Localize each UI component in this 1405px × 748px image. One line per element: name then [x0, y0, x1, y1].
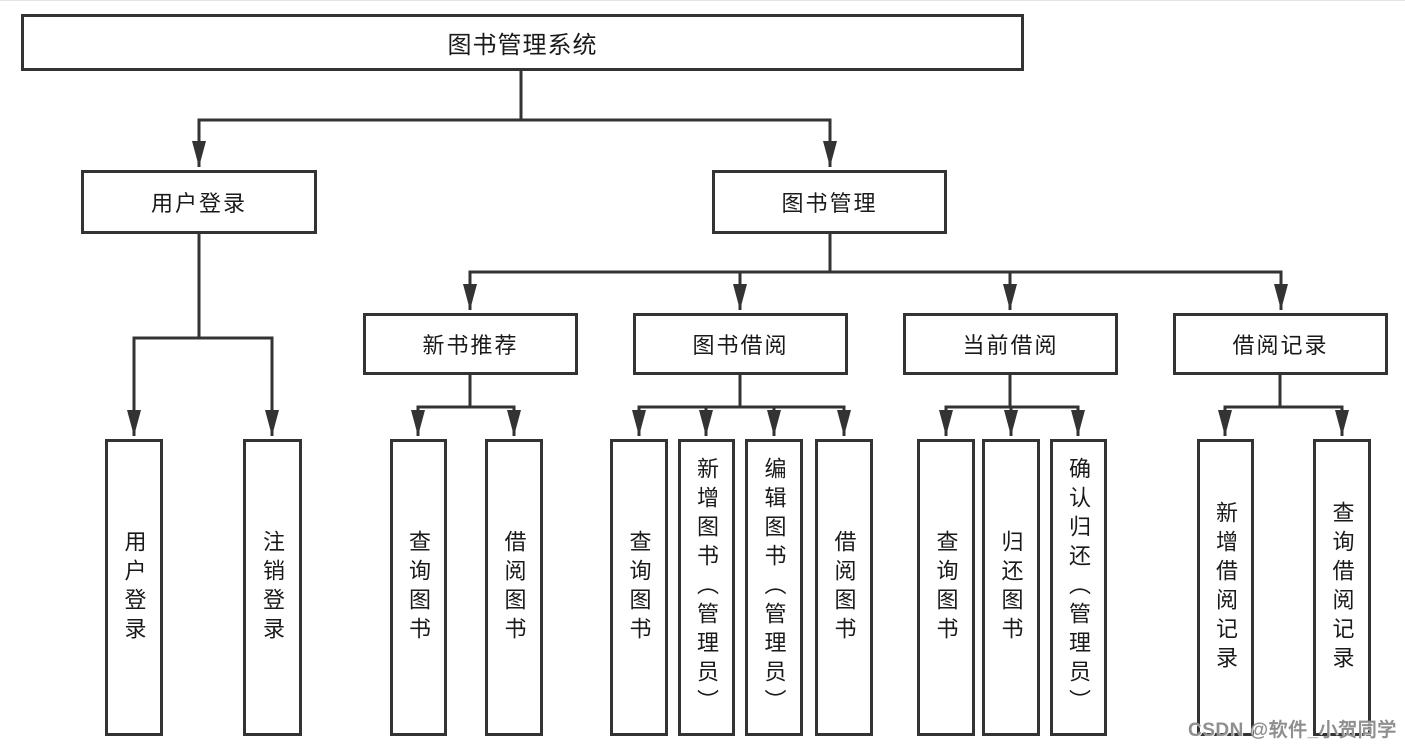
leaf-borrowing-edit-book-admin-label: 编辑图书（管理员）	[761, 457, 787, 718]
node-book-borrowing-label: 图书借阅	[692, 333, 789, 358]
leaf-borrowing-add-book-admin-label: 新增图书（管理员）	[694, 457, 720, 718]
leaf-borrowing-query-book-label: 查询图书	[626, 529, 652, 646]
leaf-user-login: 用户登录	[105, 439, 163, 736]
leaf-borrowing-query-book: 查询图书	[610, 439, 668, 736]
csdn-watermark: CSDN @软件_小贺同学	[1188, 720, 1397, 741]
leaf-logout: 注销登录	[243, 439, 302, 736]
node-borrowing-records-label: 借阅记录	[1232, 333, 1329, 358]
node-user-login: 用户登录	[81, 170, 317, 234]
node-library-system: 图书管理系统	[21, 14, 1024, 71]
leaf-borrowing-borrow-book-label: 借阅图书	[831, 529, 857, 646]
node-book-management: 图书管理	[712, 170, 947, 234]
leaf-current-return-book-label: 归还图书	[998, 529, 1024, 646]
leaf-records-add-record-label: 新增借阅记录	[1213, 500, 1239, 675]
node-library-system-label: 图书管理系统	[447, 32, 598, 59]
leaf-recommend-query-book-label: 查询图书	[406, 529, 432, 646]
connector-skeleton	[132, 69, 1344, 409]
node-new-book-recommend-label: 新书推荐	[422, 333, 519, 358]
leaf-current-return-book: 归还图书	[982, 439, 1040, 736]
leaf-logout-label: 注销登录	[260, 529, 286, 646]
leaf-borrowing-edit-book-admin: 编辑图书（管理员）	[745, 439, 803, 736]
leaf-records-add-record: 新增借阅记录	[1197, 439, 1254, 736]
connector-arrows	[127, 120, 1349, 436]
node-book-management-label: 图书管理	[781, 191, 878, 216]
leaf-borrowing-borrow-book: 借阅图书	[815, 439, 873, 736]
leaf-recommend-borrow-book-label: 借阅图书	[501, 529, 527, 646]
leaf-current-confirm-return-admin-label: 确认归还（管理员）	[1066, 457, 1092, 718]
node-book-borrowing: 图书借阅	[633, 313, 848, 375]
leaf-recommend-query-book: 查询图书	[390, 439, 447, 736]
node-borrowing-records: 借阅记录	[1173, 313, 1388, 375]
leaf-recommend-borrow-book: 借阅图书	[485, 439, 543, 736]
node-current-borrowing-label: 当前借阅	[962, 333, 1059, 358]
node-new-book-recommend: 新书推荐	[363, 313, 578, 375]
leaf-current-query-book: 查询图书	[917, 439, 975, 736]
node-current-borrowing: 当前借阅	[903, 313, 1118, 375]
node-user-login-label: 用户登录	[150, 191, 247, 216]
leaf-current-confirm-return-admin: 确认归还（管理员）	[1050, 439, 1107, 736]
leaf-current-query-book-label: 查询图书	[933, 529, 959, 646]
leaf-borrowing-add-book-admin: 新增图书（管理员）	[678, 439, 735, 736]
leaf-records-query-record: 查询借阅记录	[1313, 439, 1371, 736]
leaf-records-query-record-label: 查询借阅记录	[1329, 500, 1355, 675]
leaf-user-login-label: 用户登录	[121, 529, 147, 646]
